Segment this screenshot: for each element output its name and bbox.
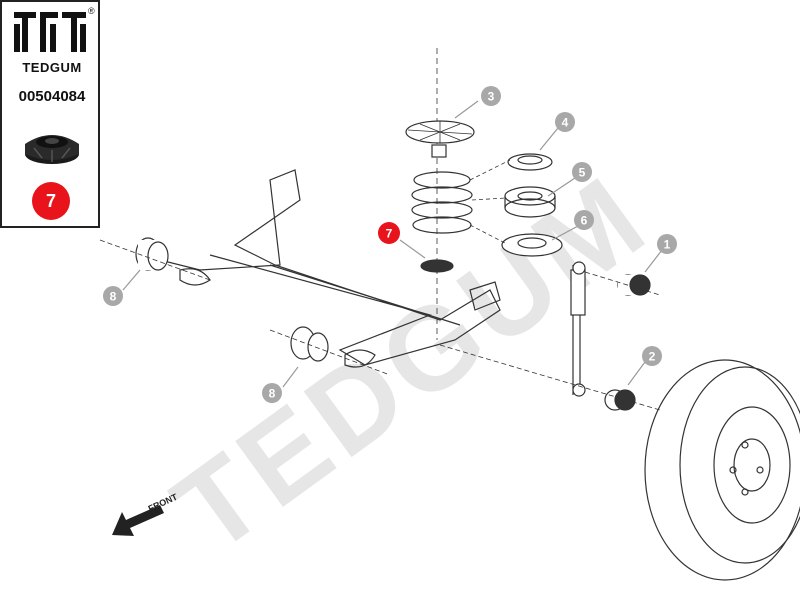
callout-3-label: 3 [488, 90, 495, 104]
callout-6-label: 6 [581, 214, 588, 228]
callout-6: 6 [574, 210, 594, 230]
callout-1-label: 1 [664, 238, 671, 252]
callout-8-left: 8 [103, 286, 123, 306]
front-arrow-icon [112, 505, 164, 536]
bump-stop-product-icon [25, 135, 79, 164]
callout-8-center: 8 [262, 383, 282, 403]
callout-8-center-label: 8 [269, 387, 276, 401]
callout-7: 7 [378, 222, 400, 244]
registered-mark: ® [88, 6, 95, 16]
info-panel: ® TEDGUM 00504084 7 [0, 0, 100, 228]
callout-7-label: 7 [386, 227, 393, 241]
callout-5: 5 [572, 162, 592, 182]
callout-3: 3 [481, 86, 501, 106]
callout-2-label: 2 [649, 350, 656, 364]
callout-4: 4 [555, 112, 575, 132]
part-number: 00504084 [18, 88, 86, 105]
callout-4-label: 4 [562, 116, 569, 130]
callout-1: 1 [657, 234, 677, 254]
callout-2: 2 [642, 346, 662, 366]
front-label: FRONT [147, 491, 180, 513]
callout-5-label: 5 [579, 166, 586, 180]
brand-name: TEDGUM [22, 60, 82, 75]
tedgum-logo-icon [14, 12, 86, 52]
callout-8-left-label: 8 [110, 290, 117, 304]
highlighted-part-badge: 7 [32, 182, 70, 220]
